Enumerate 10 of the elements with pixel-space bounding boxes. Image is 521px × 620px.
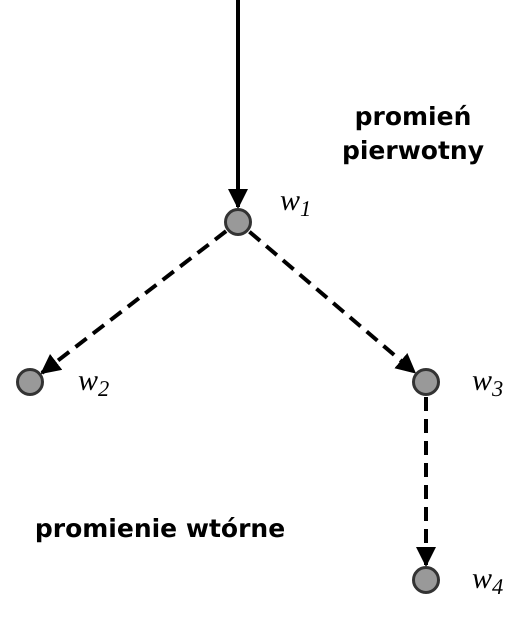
arrow bbox=[40, 230, 228, 374]
text-label: promień pierwotny bbox=[340, 101, 486, 167]
arrow bbox=[416, 397, 436, 567]
arrow bbox=[248, 230, 416, 374]
node-label: w$_{2}$ bbox=[78, 366, 110, 396]
text-label: promienie wtórne bbox=[34, 513, 286, 545]
node-label: w$_{4}$ bbox=[472, 564, 504, 594]
node-label: w$_{3}$ bbox=[472, 366, 504, 396]
node-label: w$_{1}$ bbox=[280, 186, 312, 216]
arrow bbox=[228, 0, 248, 209]
